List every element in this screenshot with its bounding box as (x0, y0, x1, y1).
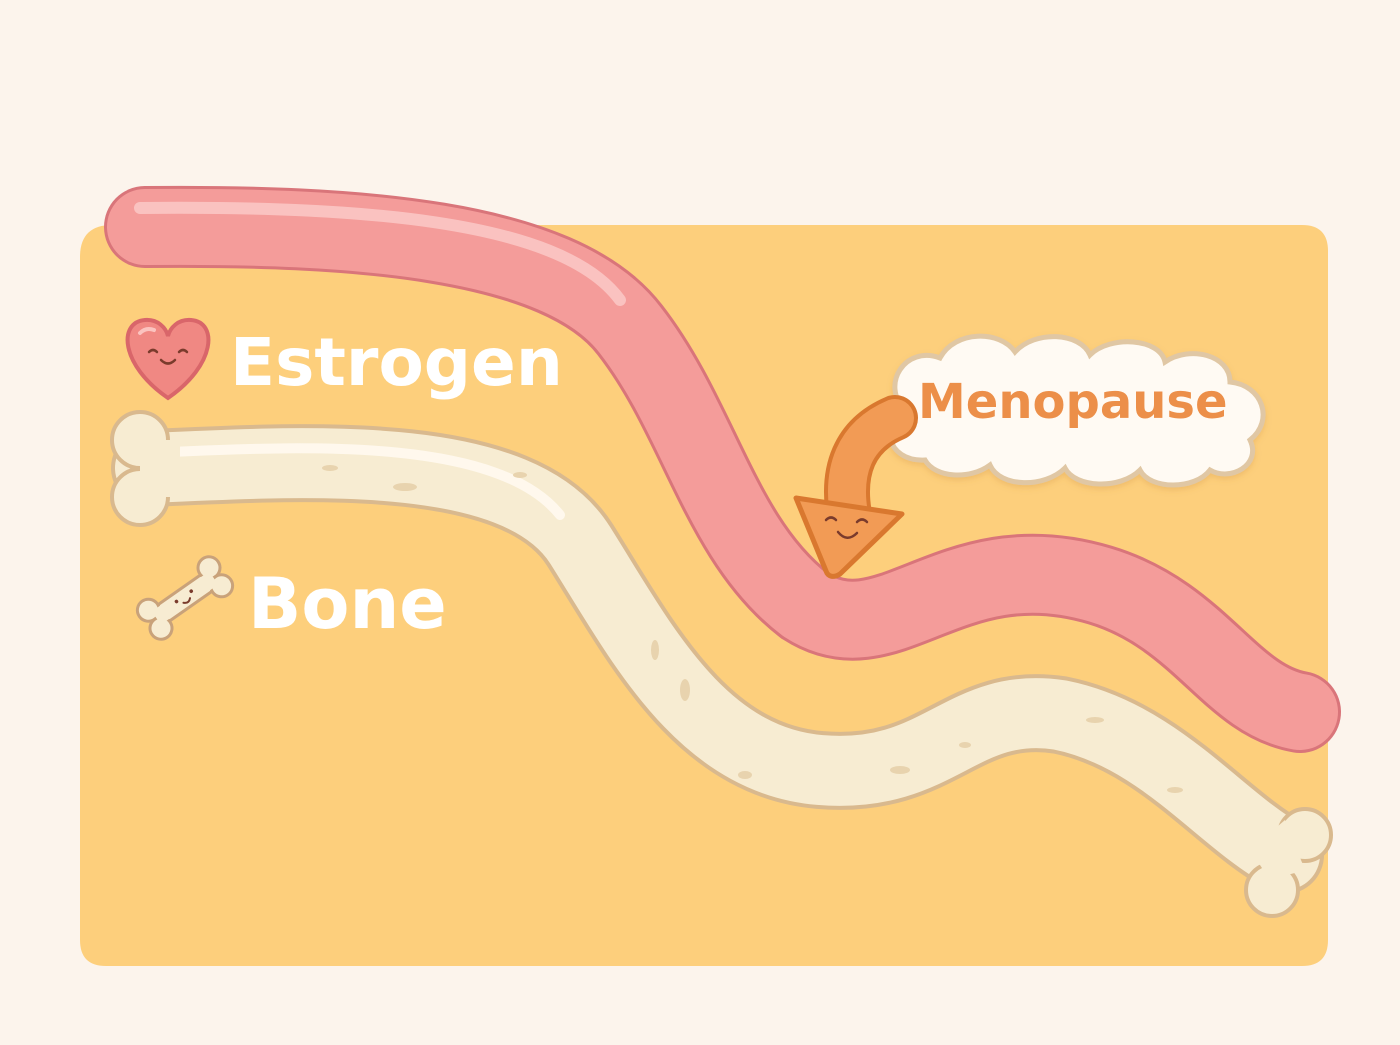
menopause-callout: Menopause (887, 333, 1266, 488)
bone-curve (110, 410, 1333, 918)
bone-icon (135, 555, 235, 641)
estrogen-label: Estrogen (230, 324, 563, 401)
estrogen-curve (104, 185, 1341, 753)
estrogen-legend: Estrogen (125, 317, 563, 401)
heart-icon (125, 317, 211, 401)
cloud-bubble (887, 333, 1266, 488)
bone-label: Bone (248, 563, 447, 645)
menopause-label: Menopause (918, 374, 1228, 430)
bone-legend: Bone (135, 555, 447, 645)
arrow-icon (793, 395, 918, 579)
